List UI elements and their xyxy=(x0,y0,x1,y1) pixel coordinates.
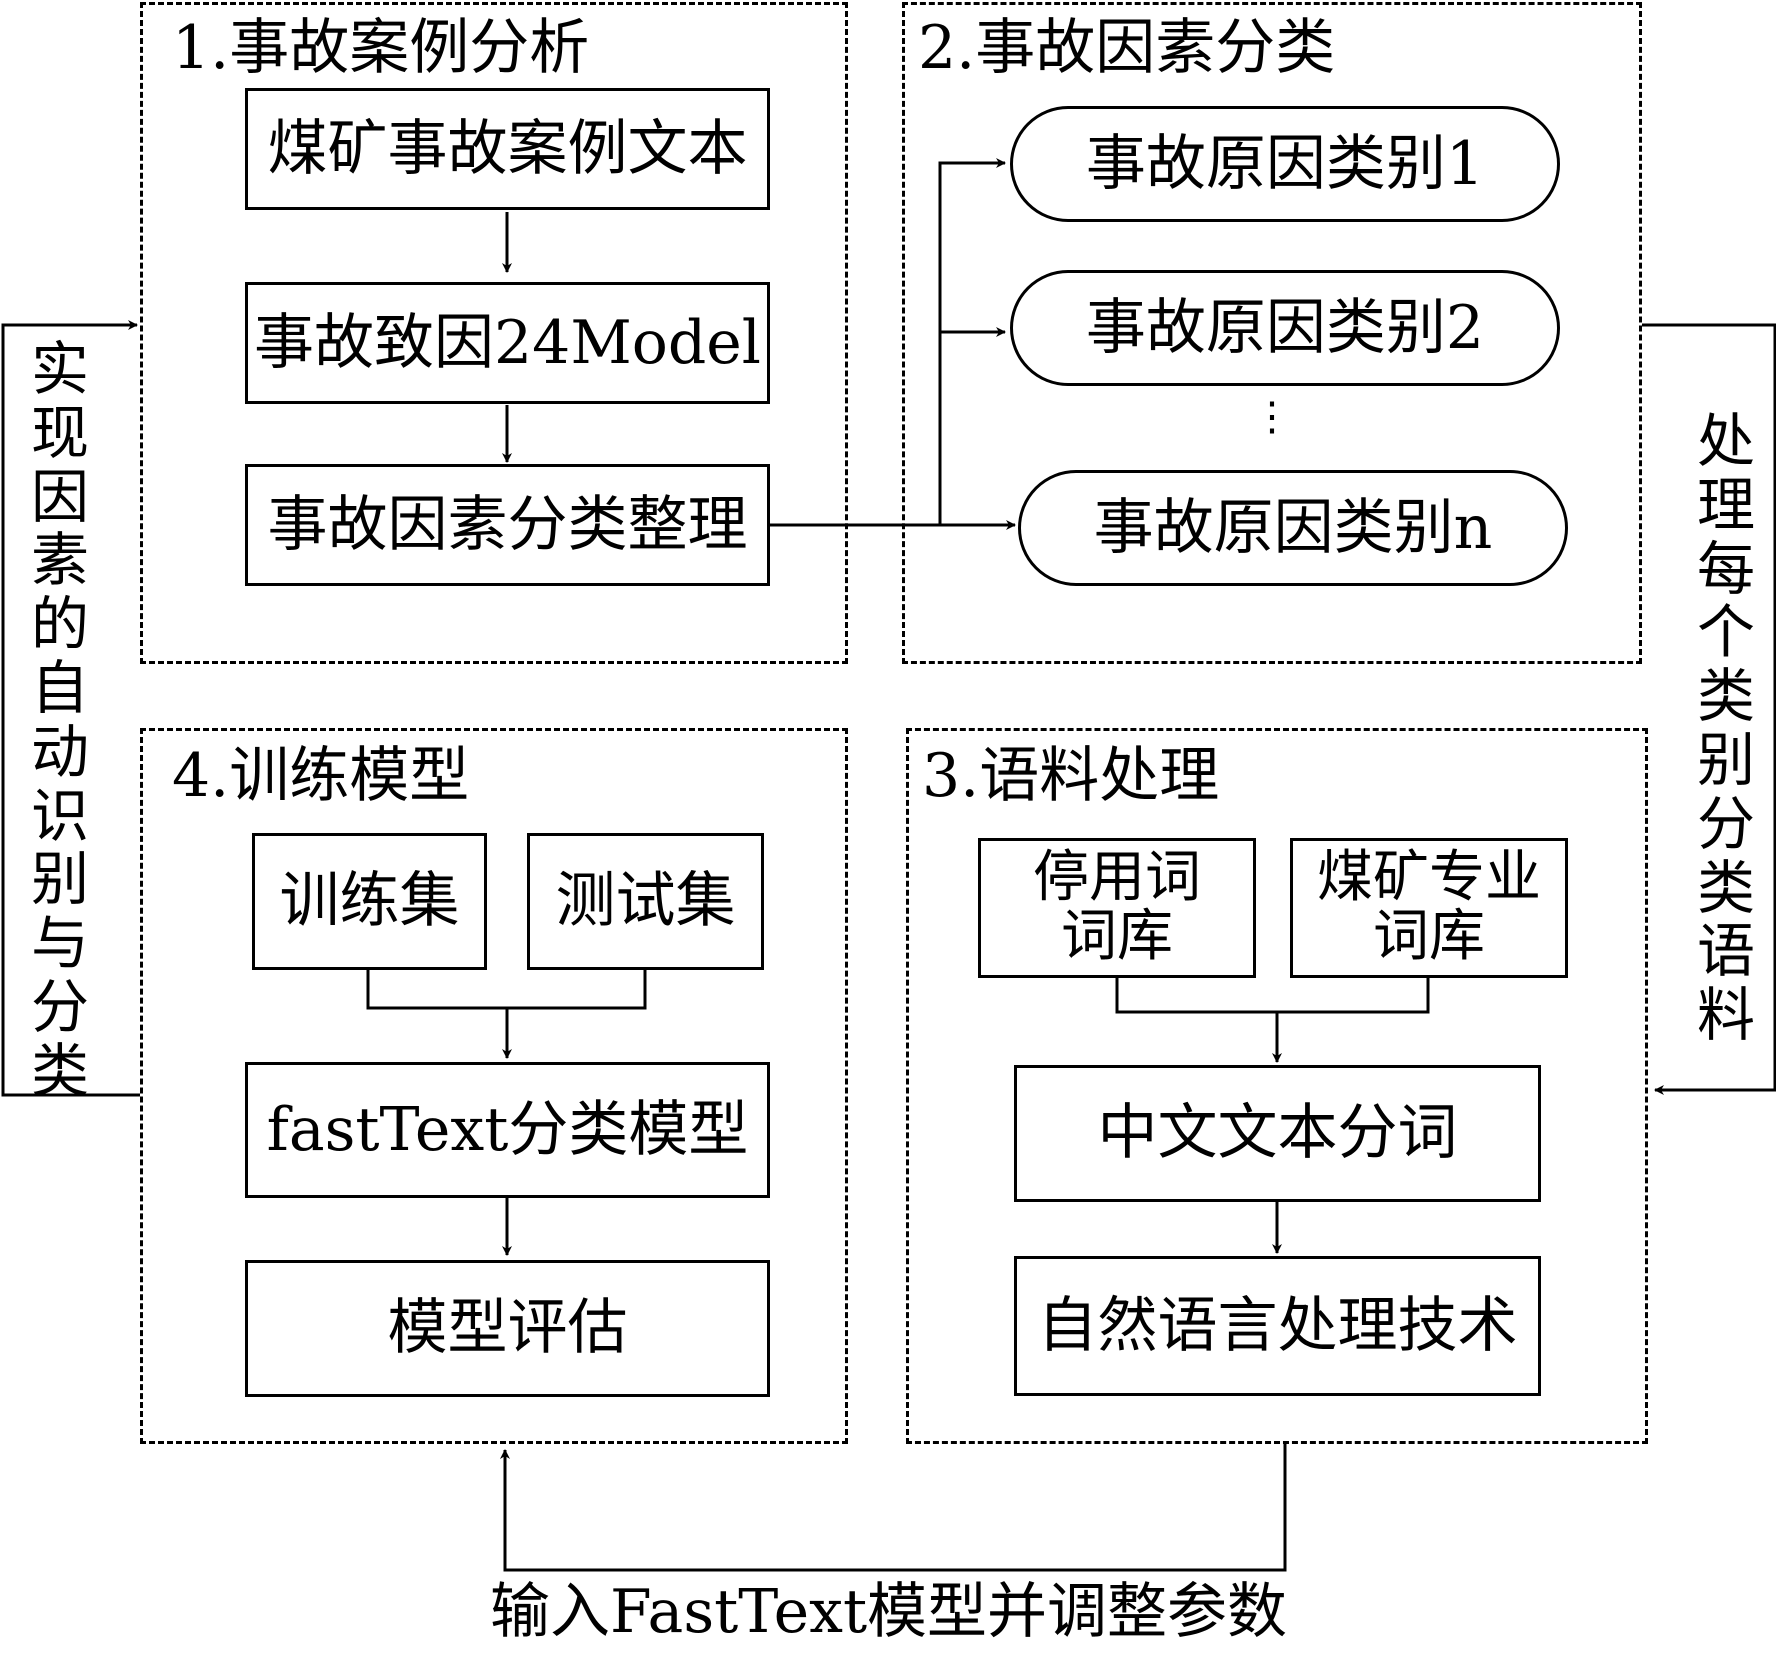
panel-train-model xyxy=(140,728,848,1444)
cause-category-1: 事故原因类别1 xyxy=(1010,106,1560,222)
stopword-lib-label: 停用词词库 xyxy=(1033,845,1201,969)
fasttext-model-box: fastText分类模型 xyxy=(245,1062,770,1198)
arrow-p4-to-p1 xyxy=(1,320,140,1097)
model-eval-box: 模型评估 xyxy=(245,1260,770,1397)
arrow-p2-to-p3 xyxy=(1642,323,1776,1095)
panel-corpus-processing-title: 3.语料处理 xyxy=(922,741,1220,811)
left-loop-label: 实现因素的自动识别与分类 xyxy=(30,335,89,1105)
panel-factor-classification xyxy=(902,2,1642,664)
train-set-label: 训练集 xyxy=(279,866,460,936)
panel-corpus-processing xyxy=(906,728,1648,1444)
model-eval-label: 模型评估 xyxy=(387,1293,628,1363)
panel-train-model-title: 4.训练模型 xyxy=(172,741,470,811)
right-loop-label: 处理每个类别分类语料 xyxy=(1696,407,1755,1050)
factor-classify-box: 事故因素分类整理 xyxy=(245,464,770,586)
cause-category-2-label: 事故原因类别2 xyxy=(1085,293,1485,363)
panel-case-analysis xyxy=(140,2,848,664)
word-segmentation-label: 中文文本分词 xyxy=(1097,1098,1458,1168)
cause-category-n: 事故原因类别n xyxy=(1018,470,1568,586)
test-set-box: 测试集 xyxy=(527,833,764,970)
word-segmentation-box: 中文文本分词 xyxy=(1014,1065,1541,1202)
24model-label: 事故致因24Model xyxy=(253,307,761,378)
fasttext-model-label: fastText分类模型 xyxy=(266,1094,749,1165)
arrow-classify-to-cats xyxy=(770,158,1006,527)
coal-accident-text-box: 煤矿事故案例文本 xyxy=(245,88,770,210)
cause-category-2: 事故原因类别2 xyxy=(1010,270,1560,386)
nlp-label: 自然语言处理技术 xyxy=(1037,1290,1518,1361)
category-ellipsis: ⋮ xyxy=(1252,394,1292,440)
bottom-loop-label: 输入FastText模型并调整参数 xyxy=(490,1577,1288,1647)
test-set-label: 测试集 xyxy=(555,866,736,936)
coal-lib-label: 煤矿专业词库 xyxy=(1317,845,1541,969)
coal-accident-text-label: 煤矿事故案例文本 xyxy=(267,113,748,184)
coal-lib-box: 煤矿专业词库 xyxy=(1290,838,1568,978)
factor-classify-label: 事故因素分类整理 xyxy=(267,489,748,560)
panel-factor-classification-title: 2.事故因素分类 xyxy=(918,13,1336,83)
train-set-box: 训练集 xyxy=(252,833,487,970)
join-libs xyxy=(1115,978,1430,1014)
panel-case-analysis-title: 1.事故案例分析 xyxy=(172,13,590,83)
cause-category-n-label: 事故原因类别n xyxy=(1093,493,1493,563)
cause-category-1-label: 事故原因类别1 xyxy=(1085,129,1485,199)
24model-box: 事故致因24Model xyxy=(245,282,770,404)
arrow-p3-to-p4 xyxy=(500,1443,1287,1572)
stopword-lib-box: 停用词词库 xyxy=(978,838,1256,978)
nlp-box: 自然语言处理技术 xyxy=(1014,1256,1541,1396)
